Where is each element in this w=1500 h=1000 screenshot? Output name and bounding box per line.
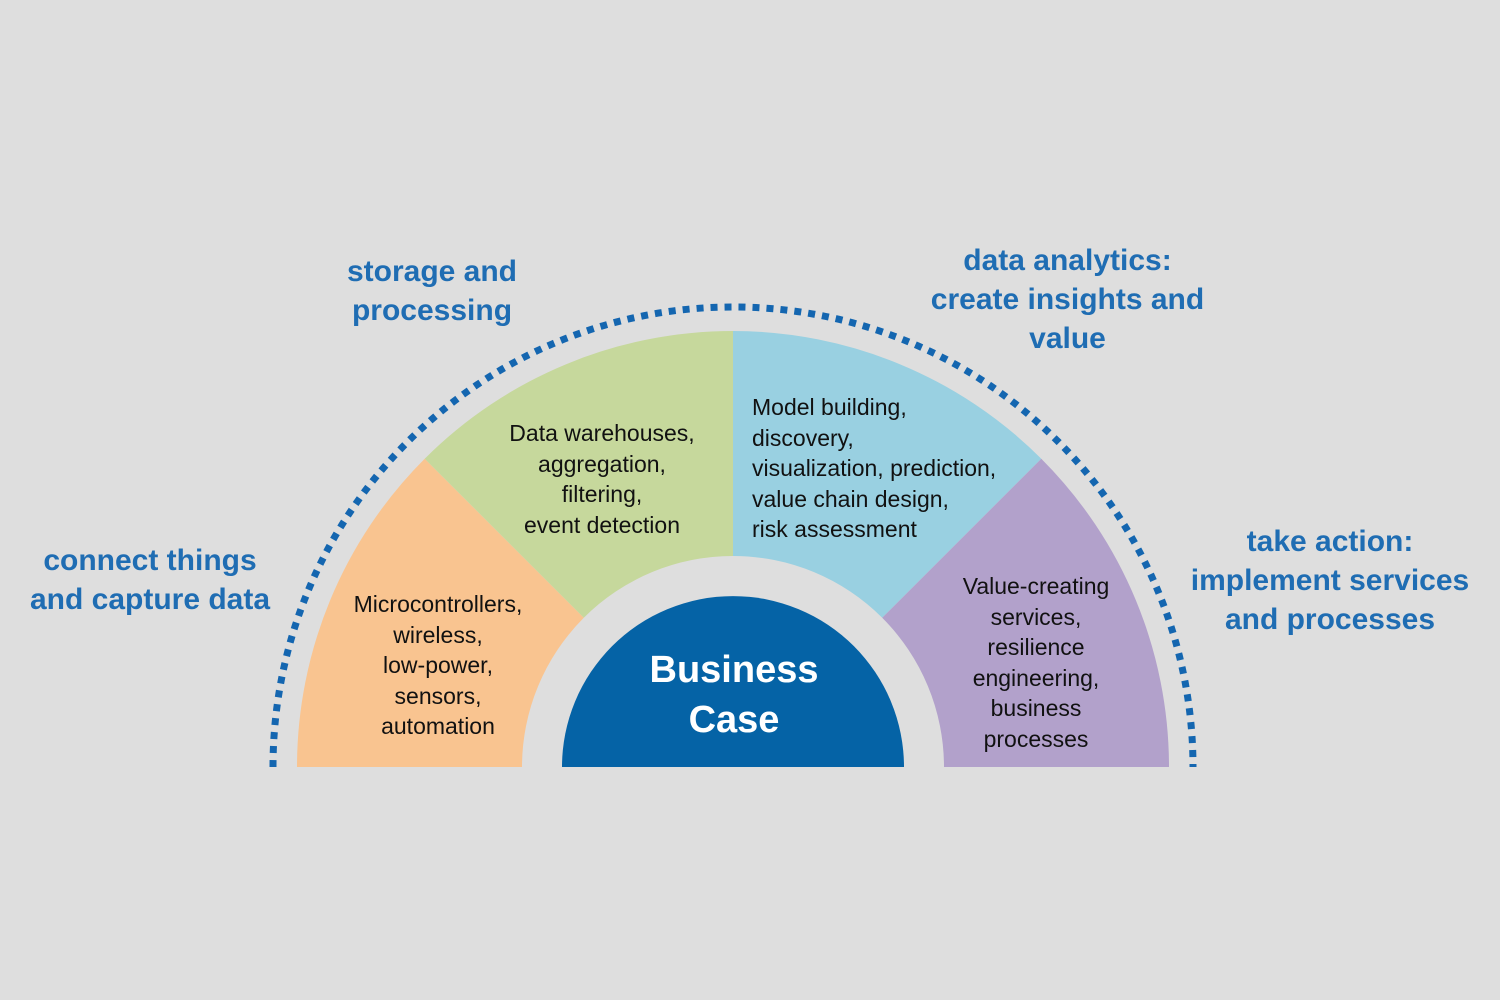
business-case-label: Business Case — [649, 649, 819, 741]
label-connect-things: connect things and capture data — [29, 544, 271, 616]
segment-connect-things — [297, 458, 584, 767]
content-data-analytics: Model building, discovery, visualization… — [752, 394, 997, 542]
segment-storage-processing — [424, 331, 733, 618]
label-data-analytics: data analytics: create insights and valu… — [930, 244, 1205, 355]
content-connect-things: Microcontrollers, wireless, low-power, s… — [353, 591, 523, 739]
content-storage-processing: Data warehouses, aggregation, filtering,… — [509, 420, 695, 538]
business-case-semicircle — [562, 596, 904, 767]
segment-take-action — [882, 458, 1169, 767]
label-storage-processing: storage and processing — [346, 255, 518, 327]
dotted-outer-arc — [269, 303, 1197, 768]
label-take-action: take action: implement services and proc… — [1190, 525, 1470, 636]
segment-data-analytics — [733, 331, 1042, 618]
content-take-action: Value-creating services, resilience engi… — [962, 573, 1110, 752]
